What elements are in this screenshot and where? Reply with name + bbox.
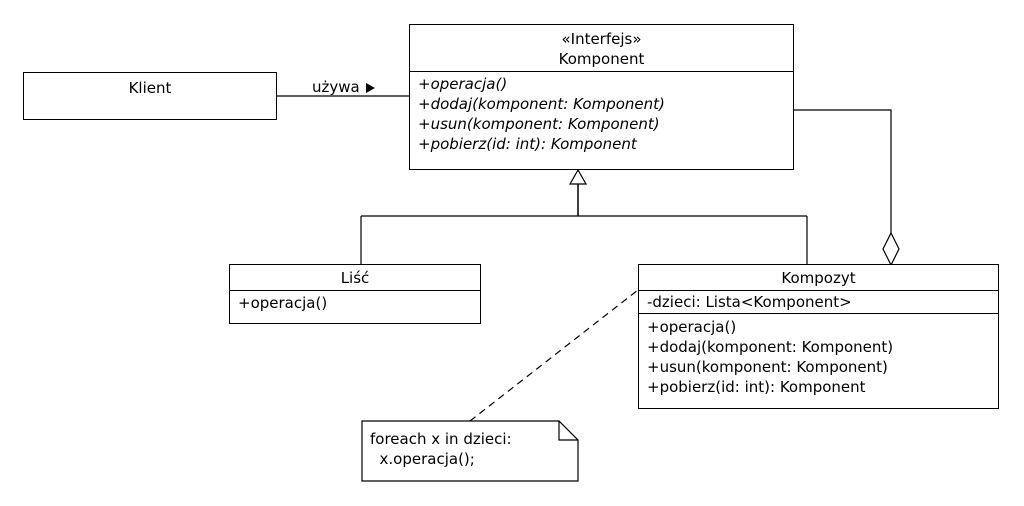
- note-line: x.operacja();: [370, 450, 475, 468]
- class-kompozyt-name: Kompozyt: [781, 269, 856, 287]
- association-label: używa: [312, 78, 360, 96]
- operation-item: +usun(komponent: Komponent): [418, 115, 660, 133]
- class-lisc: Liść +operacja(): [229, 264, 481, 324]
- class-kompozyt: Kompozyt -dzieci: Lista<Komponent> +oper…: [638, 264, 999, 409]
- operation-item: +pobierz(id: int): Komponent: [418, 135, 637, 153]
- aggregation-diamond: [882, 231, 900, 267]
- class-lisc-name: Liść: [340, 269, 370, 287]
- class-komponent-stereotype: «Interfejs»: [561, 30, 642, 48]
- class-lisc-operations: +operacja(): [230, 290, 480, 316]
- class-klient: Klient: [23, 72, 277, 120]
- operation-item: +dodaj(komponent: Komponent): [647, 338, 894, 356]
- operation-item: +operacja(): [418, 75, 508, 93]
- note-anchor-line: [469, 289, 639, 422]
- operation-item: +dodaj(komponent: Komponent): [418, 95, 665, 113]
- attribute-item: -dzieci: Lista<Komponent>: [647, 293, 852, 311]
- note-line: foreach x in dzieci:: [370, 430, 512, 448]
- class-kompozyt-attributes: -dzieci: Lista<Komponent>: [639, 290, 998, 313]
- class-komponent: «Interfejs» Komponent +operacja() +dodaj…: [409, 24, 794, 170]
- generalization-arrowhead: [568, 168, 588, 185]
- aggregation-line: [794, 109, 892, 233]
- operation-item: +operacja(): [647, 318, 737, 336]
- note-fold: [558, 421, 578, 441]
- class-komponent-operations: +operacja() +dodaj(komponent: Komponent)…: [410, 71, 793, 157]
- operation-item: +usun(komponent: Komponent): [647, 358, 888, 376]
- association-direction-arrow: [366, 83, 375, 93]
- class-komponent-name: Komponent: [558, 50, 645, 68]
- operation-item: +operacja(): [238, 294, 328, 312]
- class-klient-name: Klient: [128, 79, 172, 97]
- operation-item: +pobierz(id: int): Komponent: [647, 378, 866, 396]
- note-shape: [361, 420, 579, 482]
- class-kompozyt-operations: +operacja() +dodaj(komponent: Komponent)…: [639, 313, 998, 400]
